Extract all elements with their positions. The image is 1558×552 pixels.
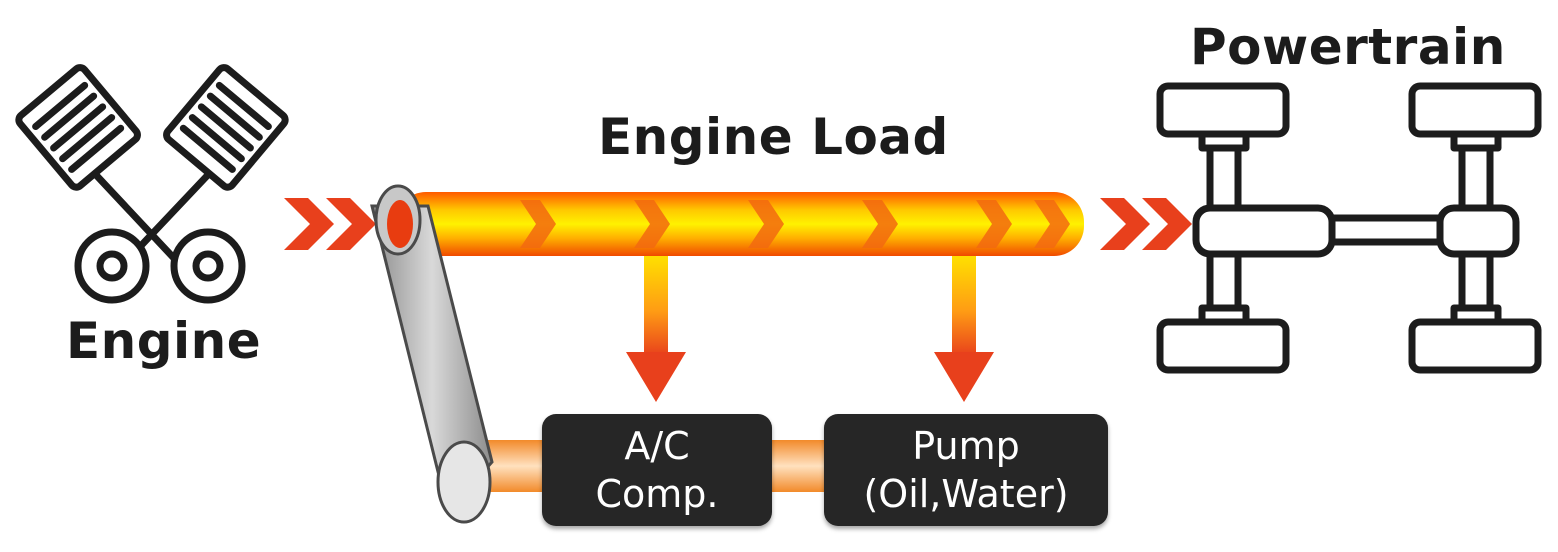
chassis-axle-icon xyxy=(1156,82,1542,374)
ac-box-line1: A/C xyxy=(624,424,690,468)
load-arrow-ac xyxy=(626,256,686,402)
engine-load-label: Engine Load xyxy=(598,108,949,166)
engine-pistons-icon xyxy=(15,64,289,304)
ac-compressor-box: A/C Comp. xyxy=(542,414,772,526)
flow-chevrons-right xyxy=(1100,198,1192,250)
pump-box-line2: (Oil,Water) xyxy=(863,472,1069,516)
powertrain-label: Powertrain xyxy=(1190,18,1506,76)
drive-belt xyxy=(370,184,494,524)
pump-box: Pump (Oil,Water) xyxy=(824,414,1108,526)
load-arrow-pump xyxy=(934,256,994,402)
flow-chevrons-left xyxy=(284,198,376,250)
engine-load-pipe xyxy=(396,192,1084,256)
ac-box-line2: Comp. xyxy=(595,472,719,516)
pump-box-line1: Pump xyxy=(912,424,1020,468)
engine-label: Engine xyxy=(66,312,262,370)
